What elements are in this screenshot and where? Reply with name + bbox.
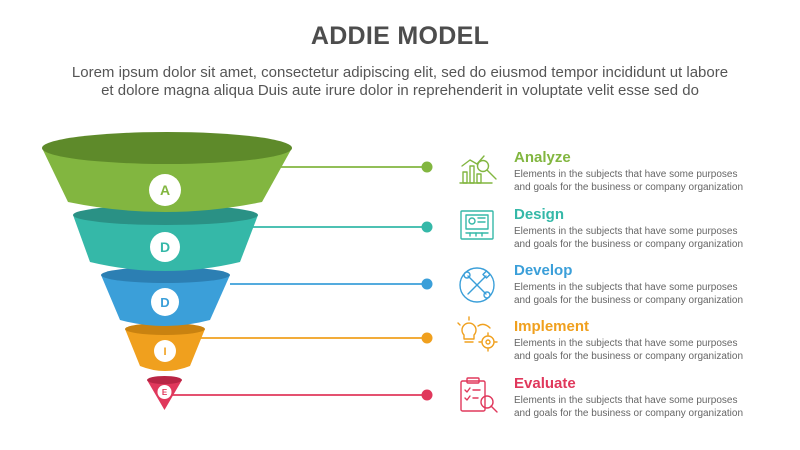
- stage-title-analyze: Analyze: [514, 149, 571, 166]
- stage-evaluate: Evaluate Elements in the subjects that h…: [514, 375, 784, 420]
- stage-desc-evaluate: Elements in the subjects that have some …: [514, 394, 784, 420]
- stage-title-develop: Develop: [514, 262, 573, 279]
- stage-analyze: Analyze Elements in the subjects that ha…: [514, 149, 784, 194]
- stage-desc-line-2: and goals for the business or company or…: [514, 182, 744, 193]
- segment-letter-implement: I: [163, 346, 166, 358]
- subtitle-line-2: et dolore magna aliqua Duis aute irure d…: [101, 81, 699, 99]
- stage-desc-line-2: and goals for the business or company or…: [514, 239, 744, 250]
- segment-letter-evaluate: E: [162, 388, 168, 397]
- blueprint-design-icon: [460, 210, 494, 240]
- stage-desc-line-2: and goals for the business or company or…: [514, 295, 744, 306]
- stage-desc-line-1: Elements in the subjects that have some …: [514, 338, 738, 349]
- funnel-segment-implement: I: [125, 323, 205, 371]
- funnel-segment-design: D: [73, 205, 258, 271]
- tools-wrench-screwdriver-icon: [459, 267, 495, 303]
- stage-desc-line-1: Elements in the subjects that have some …: [514, 282, 738, 293]
- stage-title-implement: Implement: [514, 318, 590, 335]
- lightbulb-gear-icon: [457, 316, 498, 352]
- stage-title-evaluate: Evaluate: [514, 375, 576, 392]
- segment-badge-evaluate: [157, 385, 172, 399]
- page-subtitle: Lorem ipsum dolor sit amet, consectetur …: [20, 64, 780, 99]
- segment-badge-analyze: [149, 174, 181, 206]
- stage-desc-line-2: and goals for the business or company or…: [514, 351, 744, 362]
- stage-desc-line-2: and goals for the business or company or…: [514, 408, 744, 419]
- stage-desc-develop: Elements in the subjects that have some …: [514, 281, 784, 307]
- analytics-chart-icon: [459, 155, 497, 184]
- funnel-segment-analyze: A: [42, 132, 292, 212]
- segment-badge-implement: [154, 340, 176, 362]
- segment-badge-design: [150, 232, 180, 262]
- connector-dot-analyze: [421, 161, 433, 173]
- connector-dot-evaluate: [421, 389, 433, 401]
- stage-desc-line-1: Elements in the subjects that have some …: [514, 395, 738, 406]
- segment-letter-design: D: [160, 239, 170, 255]
- stage-design: Design Elements in the subjects that hav…: [514, 206, 784, 251]
- segment-badge-develop: [151, 288, 179, 316]
- connector-dot-design: [421, 221, 433, 233]
- subtitle-line-1: Lorem ipsum dolor sit amet, consectetur …: [71, 64, 729, 81]
- stage-implement: Implement Elements in the subjects that …: [514, 318, 784, 363]
- stage-title-design: Design: [514, 206, 565, 223]
- stage-desc-analyze: Elements in the subjects that have some …: [514, 168, 784, 194]
- connector-dot-implement: [421, 332, 433, 344]
- stage-desc-implement: Elements in the subjects that have some …: [514, 337, 784, 363]
- clipboard-magnifier-icon: [460, 377, 498, 413]
- connector-dot-develop: [421, 278, 433, 290]
- stage-desc-line-1: Elements in the subjects that have some …: [514, 169, 738, 180]
- funnel-segment-evaluate: E: [147, 376, 182, 410]
- stage-desc-line-1: Elements in the subjects that have some …: [514, 226, 738, 237]
- page-title: ADDIE MODEL: [310, 22, 490, 50]
- segment-letter-develop: D: [160, 295, 169, 310]
- stage-develop: Develop Elements in the subjects that ha…: [514, 262, 784, 307]
- stage-desc-design: Elements in the subjects that have some …: [514, 225, 784, 251]
- segment-letter-analyze: A: [160, 182, 170, 198]
- funnel-segment-develop: D: [101, 267, 230, 326]
- connector-lines: [170, 161, 433, 401]
